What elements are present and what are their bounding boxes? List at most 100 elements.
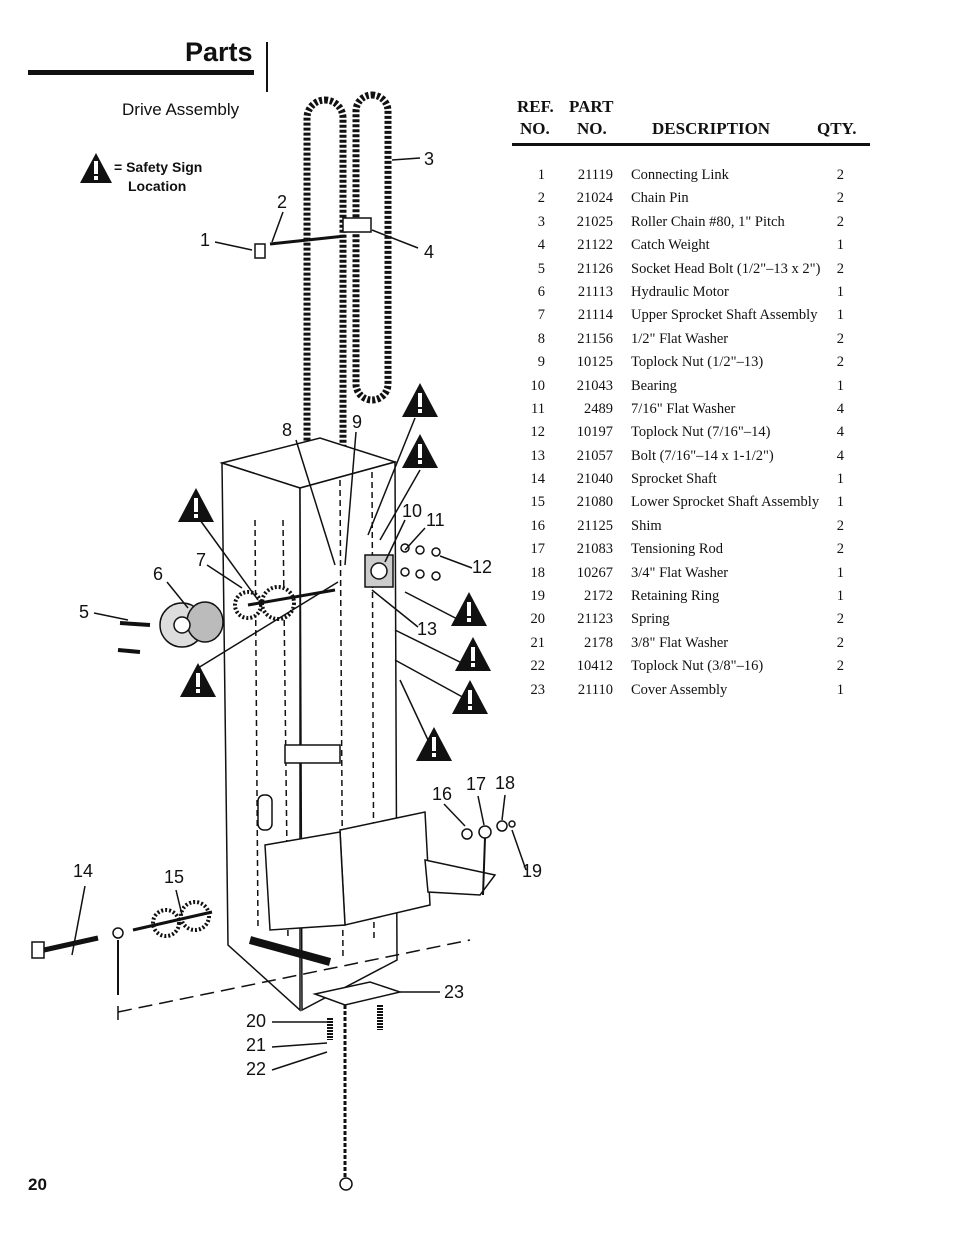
part-number-cell: 21110 xyxy=(577,681,613,698)
callout-7: 7 xyxy=(196,550,206,570)
part-number-cell: 21024 xyxy=(576,190,613,207)
callout-5: 5 xyxy=(79,602,89,622)
qty-cell: 1 xyxy=(836,588,844,605)
safety-sign-markers xyxy=(178,383,491,761)
cover-assembly xyxy=(312,981,403,1191)
ref-cell: 10 xyxy=(530,377,546,394)
ref-cell: 2 xyxy=(537,190,545,207)
ref-cell: 18 xyxy=(530,564,546,581)
header-qty: QTY. xyxy=(817,119,857,138)
table-row: 16 21125 Shim 2 xyxy=(512,517,870,536)
description-cell: Lower Sprocket Shaft Assembly xyxy=(631,494,820,511)
qty-cell: 2 xyxy=(836,517,844,534)
part-number-cell: 2489 xyxy=(584,400,613,417)
qty-cell: 2 xyxy=(836,354,844,371)
callout-8: 8 xyxy=(282,420,292,440)
qty-cell: 2 xyxy=(836,213,844,230)
qty-cell: 2 xyxy=(836,658,844,675)
callout-22: 22 xyxy=(246,1059,266,1079)
callout-20: 20 xyxy=(246,1011,266,1031)
callout-11: 11 xyxy=(426,510,445,530)
callout-12: 12 xyxy=(472,557,492,577)
ref-cell: 17 xyxy=(530,541,546,558)
handle xyxy=(257,794,273,831)
callout-1: 1 xyxy=(200,230,210,250)
sprocket-shaft xyxy=(31,927,124,995)
part-number-cell: 21057 xyxy=(576,447,613,464)
part-number-cell: 21119 xyxy=(577,167,613,183)
description-cell: 7/16" Flat Washer xyxy=(631,400,736,417)
callout-15: 15 xyxy=(164,867,184,887)
callout-2: 2 xyxy=(277,192,287,212)
bearing xyxy=(364,554,394,588)
callout-13: 13 xyxy=(417,619,437,639)
title-underline xyxy=(28,70,254,75)
warning-triangle-icon xyxy=(80,153,112,183)
part-number-cell: 21122 xyxy=(577,237,613,254)
part-number-cell: 2178 xyxy=(584,634,613,651)
ref-cell: 6 xyxy=(537,283,545,300)
part-number-cell: 21040 xyxy=(576,471,613,488)
ref-cell: 16 xyxy=(530,517,546,534)
callout-19: 19 xyxy=(522,861,542,881)
warning-triangle-icon xyxy=(402,383,438,417)
description-cell: Roller Chain #80, 1" Pitch xyxy=(631,213,785,230)
description-cell: Catch Weight xyxy=(631,237,710,254)
fastener-set-right xyxy=(400,543,441,581)
ref-cell: 23 xyxy=(530,681,546,698)
qty-cell: 1 xyxy=(836,564,844,581)
qty-cell: 2 xyxy=(836,260,844,277)
legend-text-line2: Location xyxy=(128,178,187,194)
ref-cell: 22 xyxy=(530,658,546,675)
qty-cell: 1 xyxy=(836,681,844,698)
ref-cell: 11 xyxy=(531,400,545,417)
legend-text-line1: = Safety Sign xyxy=(114,159,203,175)
part-number-cell: 21114 xyxy=(577,307,613,324)
description-cell: Retaining Ring xyxy=(631,588,720,605)
ref-cell: 1 xyxy=(537,167,545,183)
callout-21: 21 xyxy=(246,1035,266,1055)
qty-cell: 4 xyxy=(836,447,844,464)
connecting-link xyxy=(254,243,266,259)
part-number-cell: 10125 xyxy=(576,354,613,371)
callout-4: 4 xyxy=(424,242,434,262)
callout-9: 9 xyxy=(352,412,362,432)
description-cell: Toplock Nut (3/8"–16) xyxy=(631,658,764,675)
mid-bracket xyxy=(284,744,341,764)
ref-cell: 3 xyxy=(537,213,545,230)
description-cell: Toplock Nut (1/2"–13) xyxy=(631,354,764,371)
header-ref-line2: NO. xyxy=(520,119,550,138)
ref-cell: 15 xyxy=(530,494,546,511)
part-number-cell: 21125 xyxy=(577,517,613,534)
base-bracket xyxy=(248,811,497,966)
description-cell: 1/2" Flat Washer xyxy=(631,330,729,347)
description-cell: 3/8" Flat Washer xyxy=(631,634,729,651)
springs xyxy=(327,1005,383,1040)
callout-14: 14 xyxy=(73,861,93,881)
description-cell: Shim xyxy=(631,517,662,534)
leader-lines xyxy=(71,157,527,1071)
ref-cell: 5 xyxy=(537,260,545,277)
safety-sign-legend: = Safety Sign Location xyxy=(79,152,239,196)
part-number-cell: 21113 xyxy=(577,283,613,300)
part-number-cell: 21123 xyxy=(577,611,613,628)
part-number-cell: 21156 xyxy=(577,330,613,347)
header-description: DESCRIPTION xyxy=(652,119,771,138)
page-number: 20 xyxy=(28,1175,47,1194)
callout-labels: 1 2 3 4 5 6 7 8 9 10 11 12 13 14 15 16 1… xyxy=(73,149,542,1079)
warning-triangle-icon xyxy=(452,680,488,714)
part-number-cell: 21043 xyxy=(576,377,613,394)
